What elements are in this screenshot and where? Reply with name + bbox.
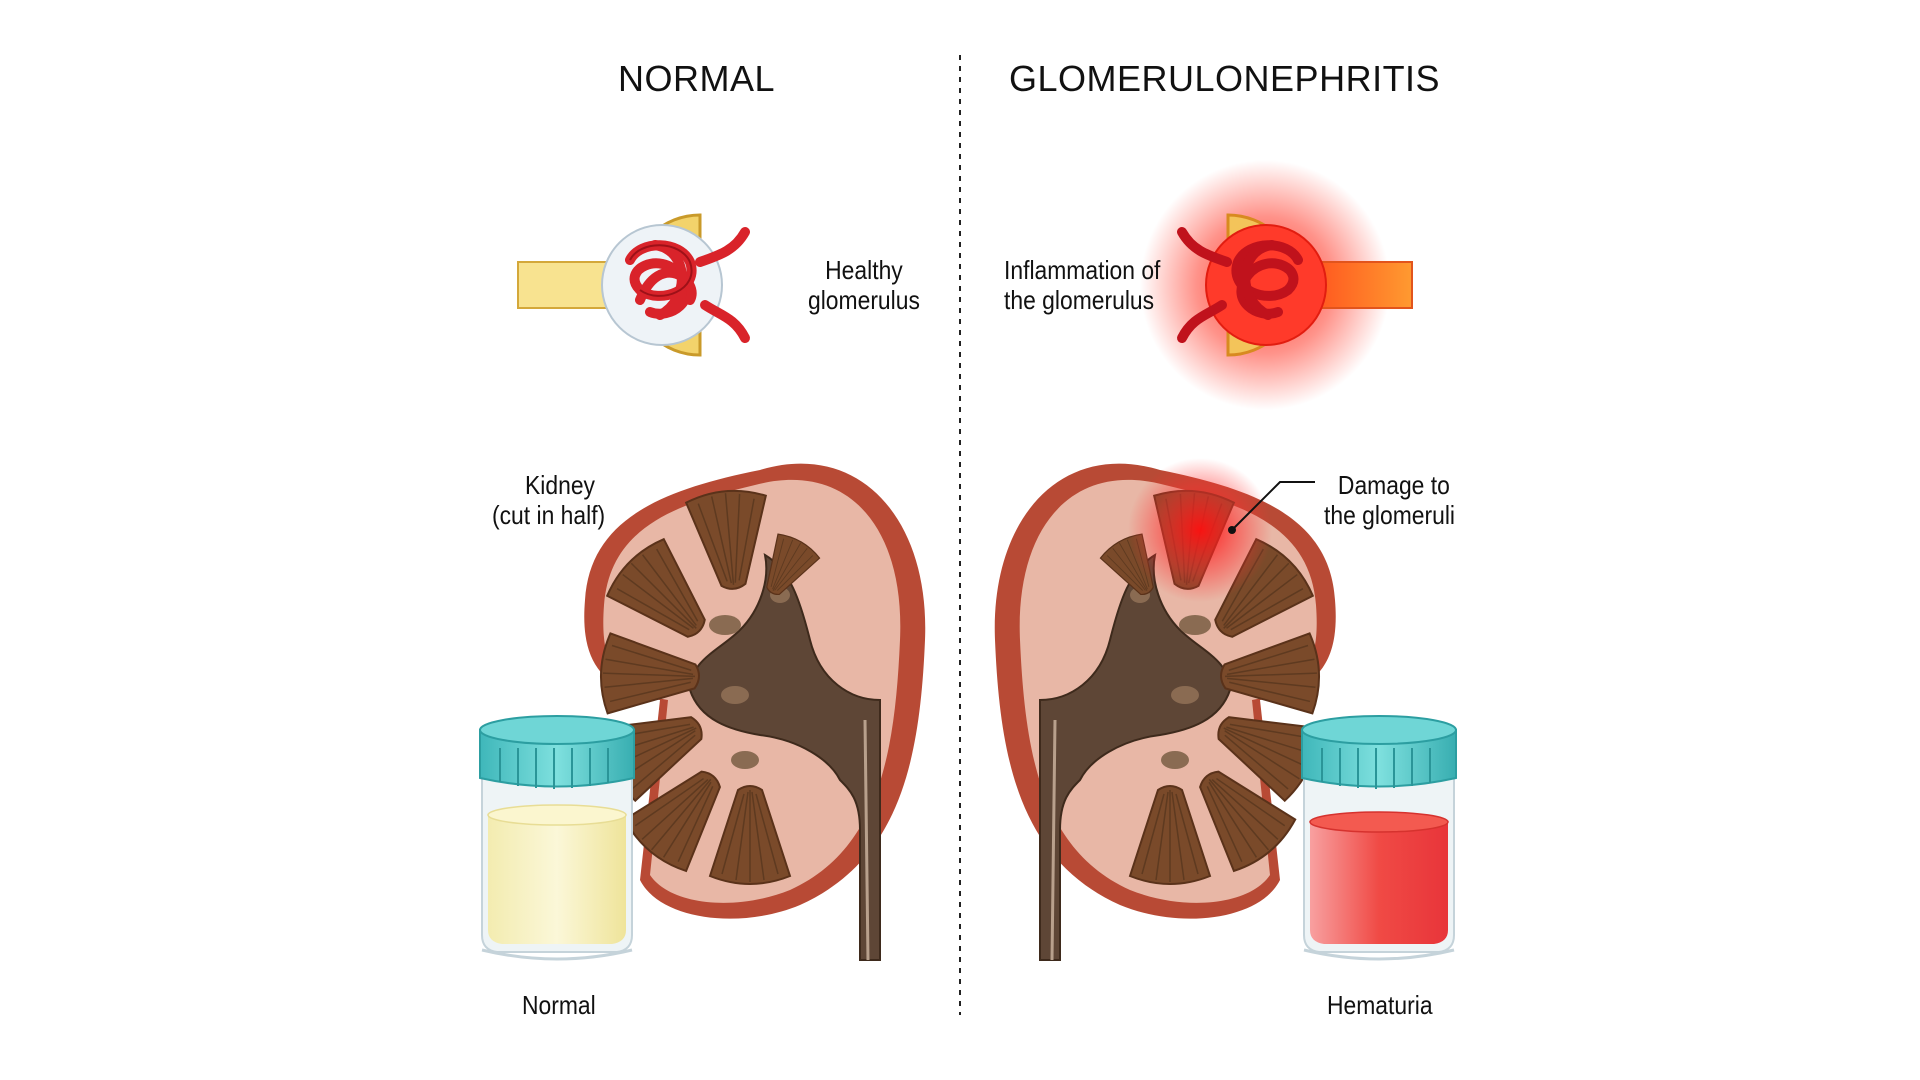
label-line: Kidney: [525, 470, 596, 500]
label-urine-normal: Normal: [522, 990, 596, 1020]
label-urine-hematuria: Hematuria: [1327, 990, 1433, 1020]
urine-jar-icon: [1301, 715, 1457, 961]
label-line: the glomerulus: [1004, 285, 1155, 315]
kidney-section-icon: [584, 463, 926, 961]
label-line: (cut in half): [492, 500, 606, 530]
damage-highlight: [1128, 458, 1272, 602]
label-damage-glomeruli: Damage to the glomeruli: [1324, 470, 1455, 530]
label-healthy-glomerulus: Healthy glomerulus: [808, 255, 920, 315]
label-line: Healthy: [825, 255, 903, 285]
urine-jar-icon: [479, 715, 635, 961]
label-line: the glomeruli: [1324, 500, 1455, 530]
label-inflammation-glomerulus: Inflammation of the glomerulus: [1004, 255, 1160, 315]
heading-normal: NORMAL: [618, 58, 776, 99]
heading-glomerulonephritis: GLOMERULONEPHRITIS: [1009, 58, 1441, 99]
damage-pointer-line: [1231, 481, 1315, 531]
label-kidney: Kidney (cut in half): [492, 470, 605, 530]
glomerulus-icon: [517, 213, 750, 357]
label-line: Damage to: [1337, 470, 1450, 500]
label-line: Inflammation of: [1004, 255, 1161, 285]
label-line: glomerulus: [808, 285, 920, 315]
inflamed-glomerulus-icon: [1140, 160, 1413, 410]
